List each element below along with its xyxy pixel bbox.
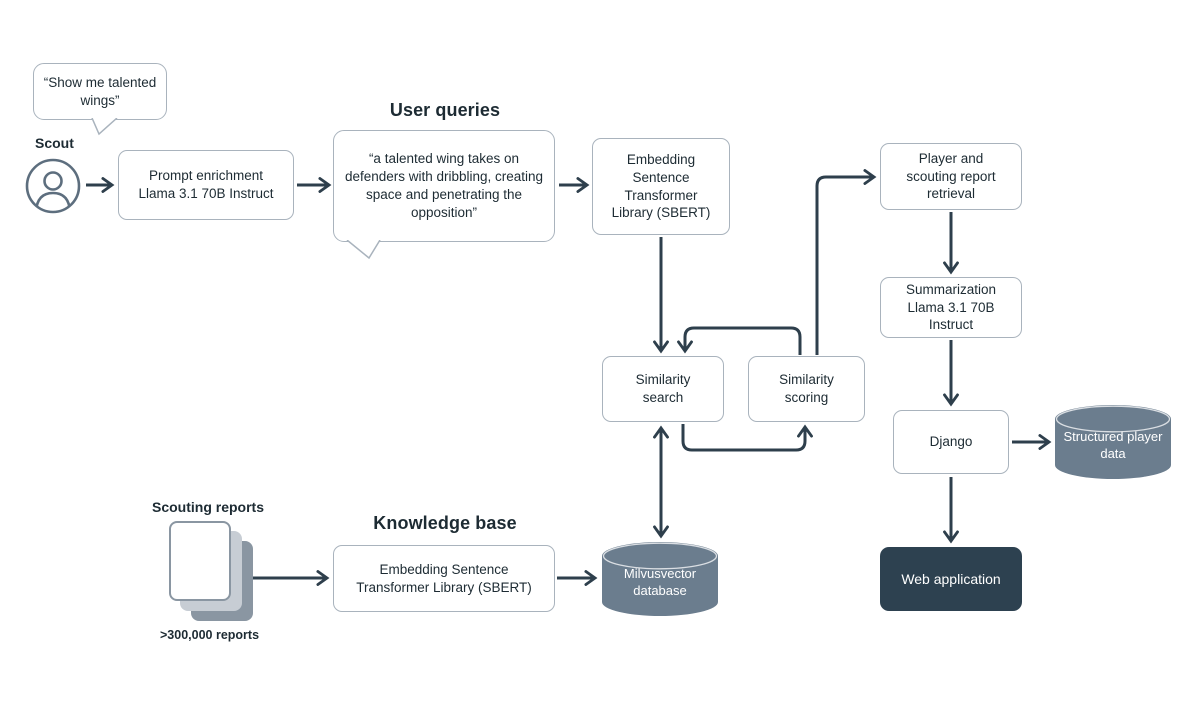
knowledge-base-heading: Knowledge base <box>373 513 517 533</box>
structured-player-data-label: Structured player data <box>1063 429 1163 461</box>
arrow-scoring-to-retrieval <box>815 177 874 355</box>
documents-stack-icon <box>169 521 259 623</box>
django-box: Django <box>893 410 1009 474</box>
user-queries-heading: User queries <box>389 100 501 120</box>
scout-label: Scout <box>35 135 74 151</box>
embedding-sbert-knowledge-box: Embedding Sentence Transformer Library (… <box>333 545 555 612</box>
embedding-sbert-query-label: Embedding Sentence Transformer Library (… <box>611 152 711 221</box>
milvus-database-cylinder: Milvusvector database <box>602 542 718 616</box>
prompt-enrichment-label: Prompt enrichment Llama 3.1 70B Instruct <box>138 168 274 201</box>
milvus-database-label: Milvusvector database <box>623 566 697 598</box>
web-application-label: Web application <box>901 571 1001 587</box>
enriched-query-bubble: “a talented wing takes on defenders with… <box>333 130 555 260</box>
similarity-search-box: Similarity search <box>602 356 724 422</box>
arrow-search-to-scoring <box>681 424 805 452</box>
database-cylinder-icon <box>1055 405 1171 479</box>
similarity-scoring-box: Similarity scoring <box>748 356 865 422</box>
similarity-scoring-label: Similarity scoring <box>779 372 834 405</box>
enriched-bubble-tail <box>346 240 381 260</box>
scout-bubble-tail <box>91 118 118 136</box>
player-retrieval-box: Player and scouting report retrieval <box>880 143 1022 210</box>
scouting-reports-label: Scouting reports <box>152 499 265 515</box>
summarization-box: Summarization Llama 3.1 70B Instruct <box>880 277 1022 338</box>
document-front <box>169 521 231 601</box>
scout-avatar-icon <box>25 158 81 214</box>
scout-query-bubble: “Show me talented wings” <box>33 63 167 136</box>
similarity-search-label: Similarity search <box>635 372 691 405</box>
structured-player-data-cylinder: Structured player data <box>1055 405 1171 479</box>
embedding-sbert-knowledge-label: Embedding Sentence Transformer Library (… <box>356 561 532 595</box>
embedding-sbert-query-box: Embedding Sentence Transformer Library (… <box>592 138 730 235</box>
django-label: Django <box>929 434 973 450</box>
summarization-label: Summarization Llama 3.1 70B Instruct <box>905 282 997 333</box>
web-application-box: Web application <box>880 547 1022 611</box>
prompt-enrichment-box: Prompt enrichment Llama 3.1 70B Instruct <box>118 150 294 220</box>
arrow-scoring-to-search <box>685 326 802 355</box>
player-retrieval-label: Player and scouting report retrieval <box>906 151 996 202</box>
enriched-query-text: “a talented wing takes on defenders with… <box>344 151 544 220</box>
database-cylinder-icon <box>602 542 718 616</box>
reports-count-label: >300,000 reports <box>160 628 260 642</box>
scout-query-text: “Show me talented wings” <box>43 74 157 108</box>
